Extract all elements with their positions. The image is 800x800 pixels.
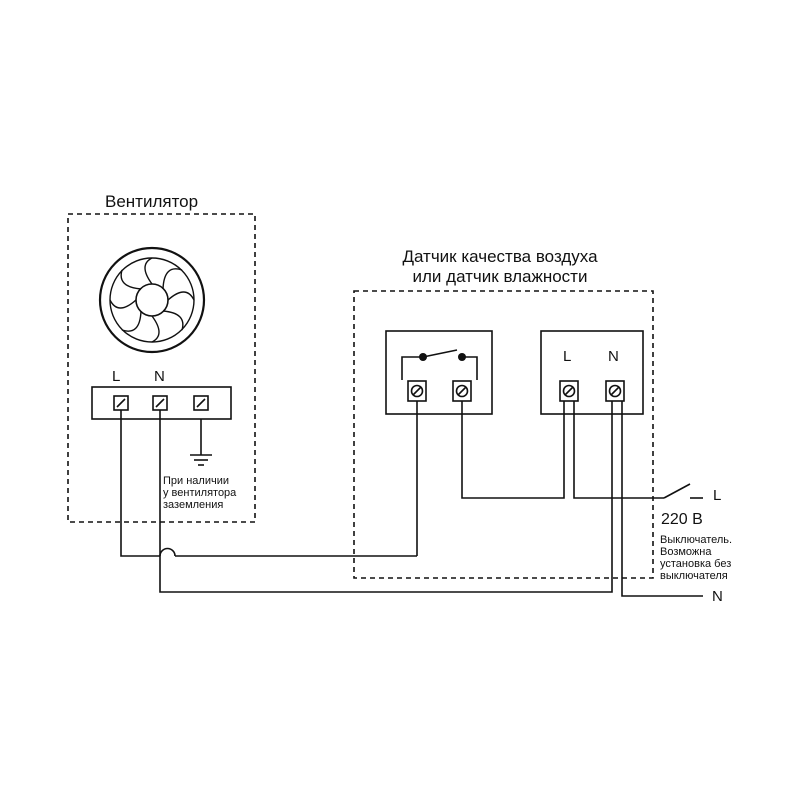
supply-n-label: N xyxy=(712,588,723,605)
wire-sensor-l-to-switch xyxy=(573,401,664,499)
wire-fan-n-to-neutral xyxy=(159,401,613,593)
fan-terminal-block xyxy=(91,386,232,420)
sensor-terminal-l-label: L xyxy=(563,348,572,365)
wire-crossover-hop xyxy=(159,547,176,557)
relay-switch-icon xyxy=(401,349,478,380)
supply-l-label: L xyxy=(713,487,722,504)
fan-terminal-ground xyxy=(193,395,209,411)
fan-enclosure xyxy=(67,213,256,523)
sensor-relay-block xyxy=(385,330,493,415)
ground-note: При наличии у вентилятора заземления xyxy=(163,475,237,511)
switch-note: Выключатель. Возможна установка без выкл… xyxy=(660,534,733,582)
relay-terminal-1 xyxy=(407,380,427,402)
fan-terminal-n-label: N xyxy=(154,368,165,385)
wire-fan-l-to-relay xyxy=(120,410,160,557)
sensor-terminal-n-label: N xyxy=(608,348,619,365)
sensor-title: Датчик качества воздуха или датчик влажн… xyxy=(402,247,598,286)
sensor-power-block xyxy=(540,330,644,415)
ground-icon xyxy=(190,419,212,466)
sensor-terminal-n xyxy=(605,380,625,402)
supply-switch-icon xyxy=(663,483,691,499)
fan-terminal-l-label: L xyxy=(112,368,121,385)
fan-icon xyxy=(98,246,206,354)
fan-terminal-l xyxy=(113,395,129,411)
relay-terminal-2 xyxy=(452,380,472,402)
supply-voltage: 220 В xyxy=(661,511,703,528)
sensor-enclosure xyxy=(353,290,654,579)
sensor-terminal-l xyxy=(559,380,579,402)
fan-terminal-n xyxy=(152,395,168,411)
fan-title: Вентилятор xyxy=(105,192,199,211)
wire-sensor-n-to-n xyxy=(621,401,703,597)
wire-relay-to-sensor-l xyxy=(461,401,565,499)
